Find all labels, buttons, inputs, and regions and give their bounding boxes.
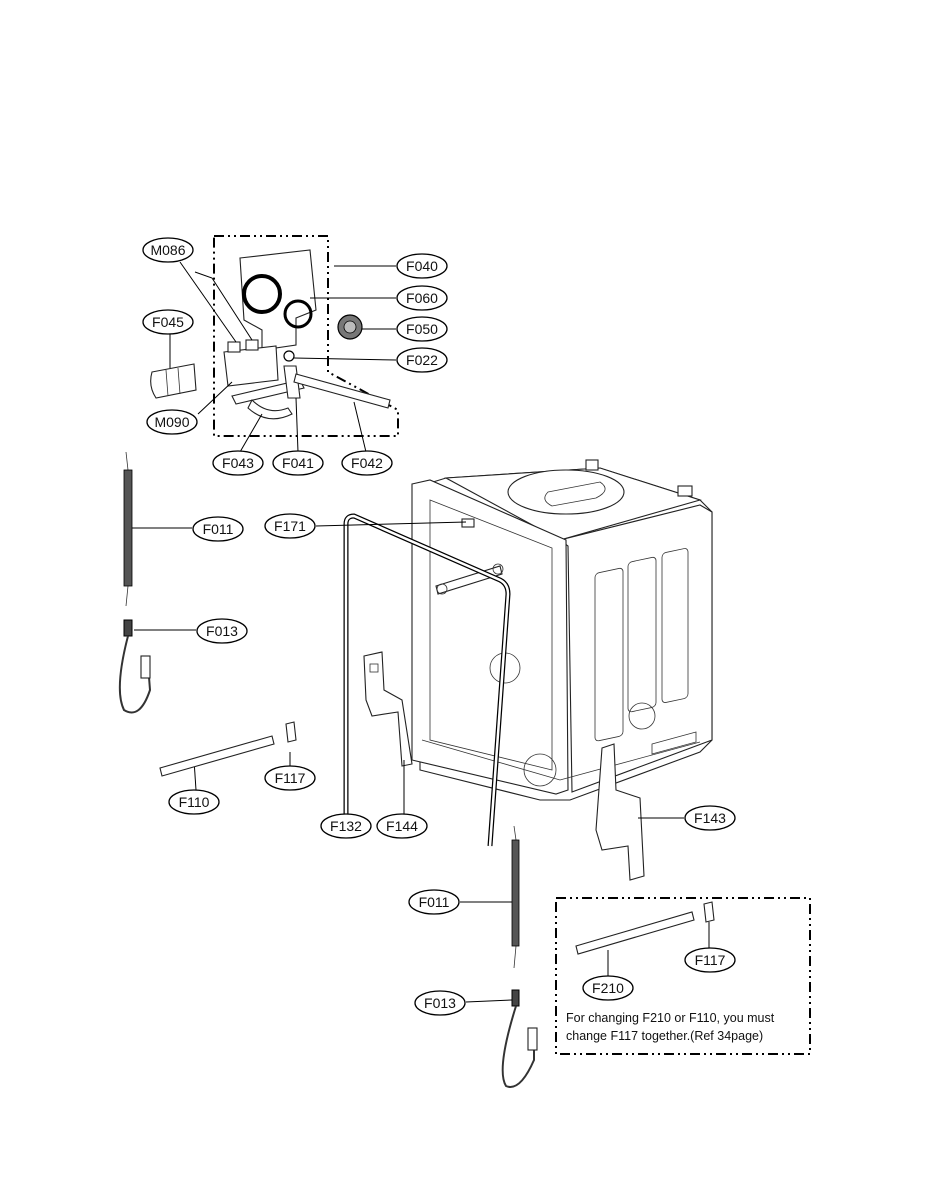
callout-f060: F060	[396, 285, 448, 311]
leader-lines-top	[169, 261, 397, 453]
f042-arm	[293, 373, 391, 409]
svg-text:F110: F110	[179, 794, 210, 810]
right-spring-parts	[460, 825, 538, 1088]
note-line-2: change F117 together.(Ref 34page)	[566, 1029, 763, 1043]
f110-rail	[159, 735, 275, 777]
note-box-boundary	[555, 897, 811, 1055]
callout-f022: F022	[396, 347, 448, 373]
f117-clip-right	[703, 901, 715, 923]
callout-f210: F210	[582, 975, 634, 1001]
f011-spring-left	[123, 469, 133, 587]
callout-f050: F050	[396, 316, 448, 342]
f013-cable-clip-left	[123, 619, 133, 637]
svg-text:F013: F013	[424, 995, 456, 1011]
callout-f117-right: F117	[684, 947, 736, 973]
f143-hinge	[595, 743, 645, 881]
svg-text:F117: F117	[275, 770, 306, 786]
sump-assembly-boundary	[213, 235, 399, 437]
top-bracket	[677, 485, 693, 497]
svg-text:F060: F060	[406, 290, 438, 306]
callout-f041: F041	[272, 450, 324, 476]
note-line-1: For changing F210 or F110, you must	[566, 1011, 775, 1025]
svg-text:F022: F022	[406, 352, 438, 368]
side-hole	[628, 702, 656, 730]
floor-drain	[523, 753, 557, 787]
callout-f117-left: F117	[264, 765, 316, 791]
replacement-note-box: For changing F210 or F110, you must chan…	[555, 897, 811, 1055]
svg-text:F043: F043	[222, 455, 254, 471]
svg-text:F050: F050	[406, 321, 438, 337]
svg-text:F171: F171	[274, 518, 306, 534]
svg-text:F041: F041	[282, 455, 314, 471]
svg-text:F045: F045	[152, 314, 184, 330]
callout-m090: M090	[146, 409, 198, 435]
m086-sensor-2	[245, 339, 259, 351]
f171-part	[461, 518, 475, 528]
svg-text:F143: F143	[694, 810, 726, 826]
svg-text:F117: F117	[695, 952, 726, 968]
sump-assembly-group	[150, 235, 399, 437]
f022-valve	[283, 350, 295, 362]
svg-text:F042: F042	[351, 455, 383, 471]
f045-part	[150, 363, 197, 399]
tub-top-dome	[507, 469, 625, 515]
callout-m086: M086	[142, 237, 194, 263]
f117-clip-left	[285, 721, 297, 743]
left-spring-parts	[118, 451, 297, 777]
callout-f040: F040	[396, 253, 448, 279]
f013-cable-left	[118, 635, 152, 714]
callout-f171: F171	[264, 513, 316, 539]
svg-text:F210: F210	[592, 980, 624, 996]
svg-text:F011: F011	[419, 894, 450, 910]
m086-sensor-1	[227, 341, 241, 353]
callout-labels: M086 F040 F060 F045 F050 F022 M090 F043 …	[142, 237, 736, 1016]
callout-f132: F132	[320, 813, 372, 839]
callout-f110: F110	[168, 789, 220, 815]
svg-text:F013: F013	[206, 623, 238, 639]
callout-f013-left: F013	[196, 618, 248, 644]
svg-text:M086: M086	[150, 242, 185, 258]
callout-f045: F045	[142, 309, 194, 335]
callout-f013-right: F013	[414, 990, 466, 1016]
svg-text:F132: F132	[330, 818, 362, 834]
callout-f011-left: F011	[192, 516, 244, 542]
sump-body	[223, 345, 279, 387]
f060-o-ring	[283, 299, 313, 329]
dishwasher-tub	[343, 459, 713, 881]
callout-f011-right: F011	[408, 889, 460, 915]
large-seal-ring	[242, 274, 282, 314]
svg-text:M090: M090	[154, 414, 189, 430]
svg-text:F040: F040	[406, 258, 438, 274]
f210-rail	[575, 911, 695, 955]
callout-f143: F143	[684, 805, 736, 831]
callout-f144: F144	[376, 813, 428, 839]
f013-cable-right	[501, 1005, 535, 1088]
f043-hose	[247, 399, 293, 420]
f144-hinge	[363, 651, 413, 767]
svg-text:F011: F011	[203, 521, 234, 537]
f011-spring-right	[511, 839, 520, 947]
tub-side	[558, 504, 713, 793]
callout-f042: F042	[341, 450, 393, 476]
f013-cable-clip-right	[511, 989, 520, 1007]
callout-f043: F043	[212, 450, 264, 476]
svg-text:F144: F144	[386, 818, 418, 834]
